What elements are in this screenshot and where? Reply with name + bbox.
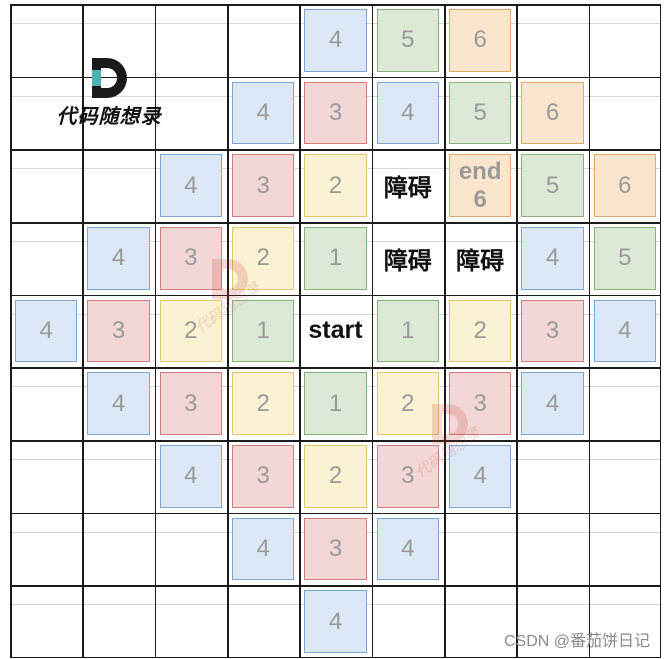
distance-cell-5: 5 — [521, 154, 584, 217]
distance-cell-4: 4 — [232, 517, 295, 581]
obstacle-cell: 障碍 — [383, 175, 432, 203]
distance-cell-4: 4 — [87, 372, 150, 435]
distance-cell-4: 4 — [521, 227, 584, 290]
grid-line-vertical — [299, 4, 301, 658]
grid-line-horizontal — [10, 4, 661, 6]
logo-text: 代码随想录 — [56, 104, 162, 128]
grid-line-vertical — [82, 4, 84, 658]
grid-line-horizontal — [10, 222, 661, 224]
distance-cell-5: 5 — [449, 81, 512, 145]
distance-cell-5: 5 — [593, 227, 656, 290]
distance-cell-3: 3 — [304, 517, 367, 581]
distance-cell-2: 2 — [159, 299, 222, 363]
distance-cell-2: 2 — [304, 445, 367, 508]
distance-cell-6: 6 — [449, 9, 512, 72]
distance-cell-2: 2 — [232, 227, 295, 290]
distance-cell-3: 3 — [159, 372, 222, 435]
grid-line-vertical — [154, 4, 157, 658]
distance-cell-1: 1 — [376, 299, 439, 363]
distance-cell-3: 3 — [521, 299, 584, 363]
distance-cell-4: 4 — [159, 445, 222, 508]
distance-cell-6: 6 — [593, 154, 656, 217]
grid-line-horizontal — [10, 294, 661, 297]
distance-cell-3: 3 — [449, 372, 512, 435]
distance-cell-3: 3 — [232, 445, 295, 508]
distance-cell-1: 1 — [232, 299, 295, 363]
distance-cell-4: 4 — [15, 299, 78, 363]
start-cell: start — [308, 316, 363, 345]
distance-cell-2: 2 — [304, 154, 367, 217]
distance-cell-4: 4 — [87, 227, 150, 290]
spreadsheet-row-line — [10, 313, 661, 315]
grid-line-horizontal — [10, 440, 661, 442]
grid-line-vertical — [659, 4, 661, 658]
distance-cell-4: 4 — [593, 299, 656, 363]
grid-line-horizontal — [10, 656, 661, 658]
logo: 代码随想录 — [41, 56, 177, 130]
grid-line-horizontal — [10, 149, 661, 151]
distance-cell-5: 5 — [376, 9, 439, 72]
grid-line-horizontal — [10, 512, 661, 515]
distance-cell-2: 2 — [376, 372, 439, 435]
distance-cell-4: 4 — [232, 81, 295, 145]
grid-line-vertical — [227, 4, 229, 658]
distance-cell-1: 1 — [304, 372, 367, 435]
distance-cell-4: 4 — [376, 81, 439, 145]
distance-cell-4: 4 — [304, 9, 367, 72]
distance-cell-6: 6 — [521, 81, 584, 145]
distance-cell-4: 4 — [376, 517, 439, 581]
end-distance: 6 — [473, 185, 487, 213]
grid-line-horizontal — [10, 585, 661, 587]
end-label: end — [458, 157, 502, 185]
grid-line-vertical — [444, 4, 446, 658]
obstacle-cell: 障碍 — [383, 247, 432, 275]
grid-line-vertical — [588, 4, 591, 658]
grid-line-horizontal — [10, 76, 661, 79]
distance-cell-1: 1 — [304, 227, 367, 290]
distance-cell-3: 3 — [159, 227, 222, 290]
distance-cell-3: 3 — [376, 445, 439, 508]
distance-cell-4: 4 — [521, 372, 584, 435]
distance-cell-4: 4 — [159, 154, 222, 217]
grid-line-vertical — [516, 4, 518, 658]
distance-cell-2: 2 — [232, 372, 295, 435]
distance-cell-3: 3 — [304, 81, 367, 145]
logo-d-mark — [92, 58, 127, 98]
distance-cell-4: 4 — [449, 445, 512, 508]
grid-line-horizontal — [10, 367, 661, 369]
distance-cell-3: 3 — [232, 154, 295, 217]
grid-line-vertical — [10, 4, 12, 658]
grid-line-vertical — [371, 4, 374, 658]
footer-credit: CSDN @番茄饼日记 — [503, 633, 650, 650]
distance-cell-3: 3 — [87, 299, 150, 363]
obstacle-cell: 障碍 — [456, 247, 505, 275]
distance-cell-4: 4 — [304, 590, 367, 653]
distance-cell-2: 2 — [449, 299, 512, 363]
